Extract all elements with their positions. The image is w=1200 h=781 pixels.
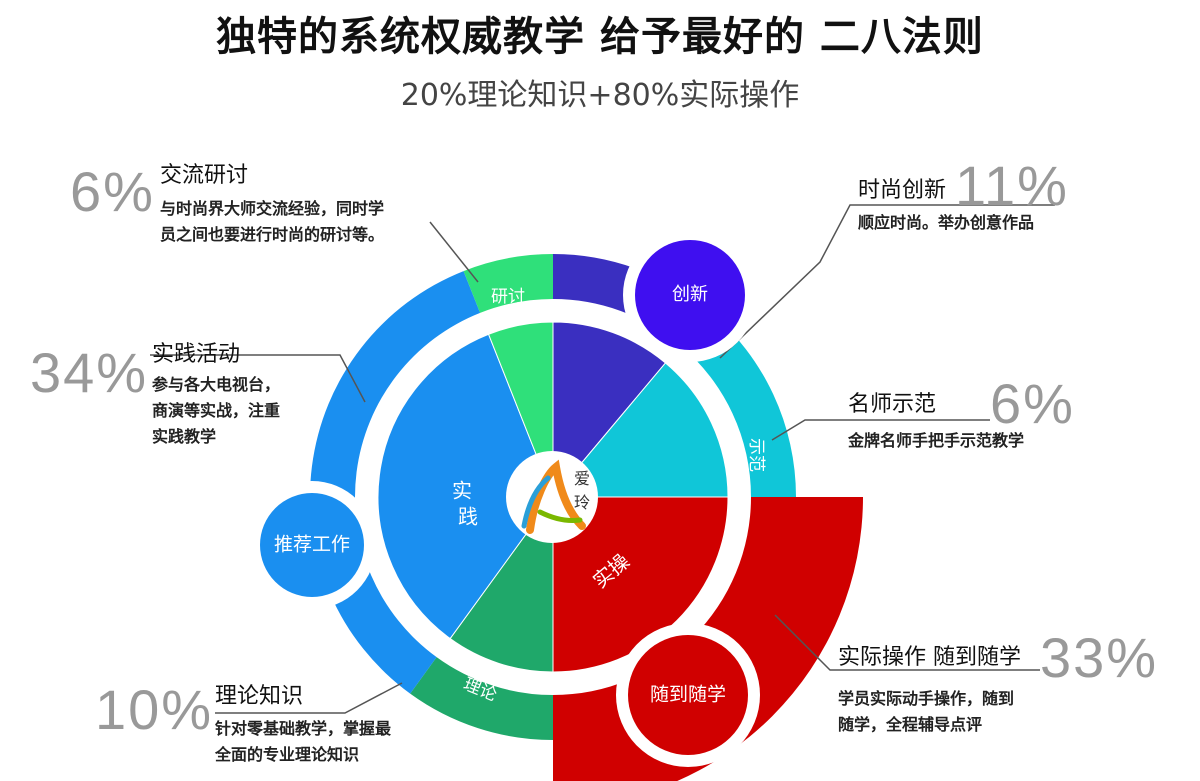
percent-demo: 6% [990, 372, 1075, 435]
desc-discuss: 与时尚界大师交流经验，同时学 员之间也要进行时尚的研讨等。 [160, 196, 384, 248]
pie-slice-2 [377, 333, 554, 640]
desc-operate: 学员实际动手操作，随到 随学，全程辅导点评 [838, 686, 1014, 738]
ring-segment-1 [410, 657, 553, 740]
desc-line: 参与各大电视台， [152, 375, 281, 394]
bubble-0 [635, 240, 745, 350]
ring-label-5: 示范 [746, 438, 766, 472]
percent-discuss: 6% [70, 160, 155, 223]
desc-line: 全面的专业理论知识 [215, 745, 360, 764]
desc-line: 学员实际动手操作，随到 [838, 689, 1015, 708]
desc-line: 与时尚界大师交流经验，同时学 [160, 199, 385, 218]
desc-line: 金牌名师手把手示范教学 [848, 431, 1025, 450]
desc-line: 员之间也要进行时尚的研讨等。 [160, 225, 385, 244]
bubble-1 [260, 493, 364, 597]
bubble-2 [628, 635, 748, 755]
ring-segment-3 [463, 254, 553, 313]
slice-inner-label-2b: 践 [458, 505, 478, 529]
leader-line-operate [774, 614, 1040, 671]
ring-label-3: 研讨 [491, 287, 525, 307]
pie-slice-4 [552, 321, 667, 499]
logo-text-bottom: 玲 [574, 493, 590, 512]
caption-discuss: 交流研讨 [160, 163, 249, 188]
desc-practice: 参与各大电视台， 商演等实战，注重 实践教学 [152, 372, 280, 450]
desc-theory: 针对零基础教学，掌握最 全面的专业理论知识 [215, 716, 391, 768]
leader-line-discuss [429, 221, 479, 283]
percent-practice: 34% [30, 341, 149, 404]
center-logo: 爱 玲 [506, 451, 598, 543]
caption-theory: 理论知识 [215, 684, 304, 709]
percent-innovate: 11% [955, 154, 1069, 217]
caption-operate: 实际操作 随到随学 [838, 645, 1021, 670]
caption-practice: 实践活动 [152, 342, 241, 367]
pie-slice-5 [551, 362, 729, 498]
bubble-label-2: 随到随学 [650, 684, 726, 706]
desc-line: 商演等实战，注重 [152, 401, 281, 420]
page-title: 独特的系统权威教学 给予最好的 二八法则 [216, 14, 984, 60]
bubble-label-1: 推荐工作 [274, 534, 350, 556]
desc-line: 实践教学 [152, 427, 217, 446]
percent-operate: 33% [1040, 626, 1159, 689]
desc-line: 随学，全程辅导点评 [838, 715, 983, 734]
leader-line-innovate [719, 204, 1055, 359]
desc-line: 针对零基础教学，掌握最 [215, 719, 392, 738]
caption-demo: 名师示范 [848, 392, 937, 417]
leader-line-theory [215, 682, 403, 714]
desc-line: 顺应时尚。举办创意作品 [858, 213, 1035, 232]
caption-innovate: 时尚创新 [858, 178, 947, 203]
logo-text-top: 爱 [574, 469, 590, 488]
bubble-label-0: 创新 [672, 284, 708, 305]
page-subtitle: 20%理论知识+80%实际操作 [400, 78, 800, 113]
pie-slice-0 [552, 496, 729, 673]
leader-line-demo [771, 419, 990, 441]
leader-line-practice [150, 354, 366, 403]
desc-demo: 金牌名师手把手示范教学 [848, 428, 1024, 454]
desc-innovate: 顺应时尚。举办创意作品 [858, 210, 1034, 236]
pie-slice-1 [449, 495, 554, 673]
slice-inner-label-2a: 实 [452, 479, 472, 503]
percent-theory: 10% [95, 678, 214, 741]
